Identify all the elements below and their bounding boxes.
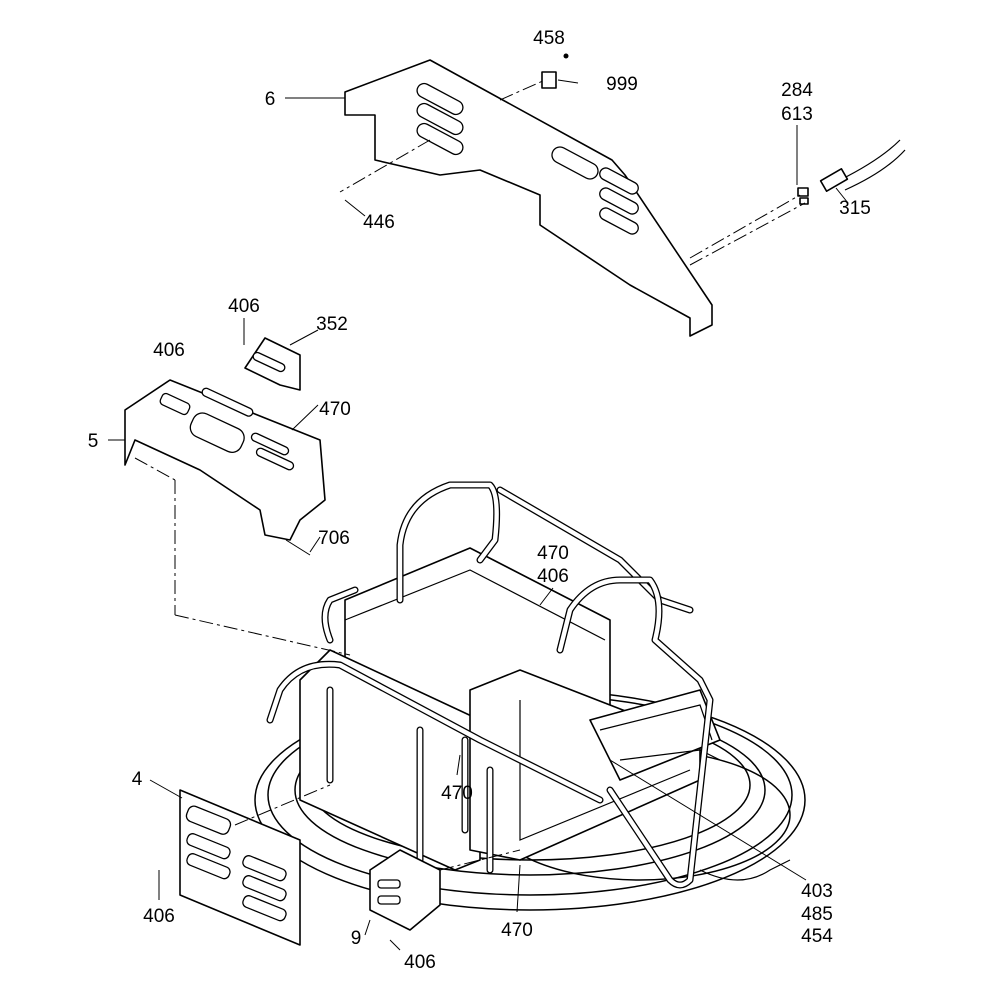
callout-9: 9 xyxy=(351,928,362,949)
callout-5: 5 xyxy=(88,431,99,452)
leader-lines xyxy=(108,79,849,951)
callout-485: 485 xyxy=(801,904,833,925)
callout-446: 446 xyxy=(363,212,395,233)
callout-470: 470 xyxy=(537,543,569,564)
callout-458: 458 xyxy=(533,28,565,49)
callout-406: 406 xyxy=(228,296,260,317)
main-frame xyxy=(266,481,791,889)
callout-406: 406 xyxy=(153,340,185,361)
callout-406: 406 xyxy=(143,906,175,927)
callout-613: 613 xyxy=(781,104,813,125)
callout-999: 999 xyxy=(606,74,638,95)
callout-470: 470 xyxy=(319,399,351,420)
callout-706: 706 xyxy=(318,528,350,549)
callout-6: 6 xyxy=(265,89,276,110)
part-4-panel xyxy=(179,789,301,946)
part-352-bracket xyxy=(244,337,301,391)
relay-999 xyxy=(541,53,569,89)
callout-403: 403 xyxy=(801,881,833,902)
hose-fittings xyxy=(797,139,906,205)
part-9-bracket xyxy=(369,849,441,931)
callout-4: 4 xyxy=(132,769,143,790)
callout-454: 454 xyxy=(801,926,833,947)
part-6-plate xyxy=(344,59,713,337)
callout-315: 315 xyxy=(839,198,871,219)
callout-284: 284 xyxy=(781,80,813,101)
callout-406: 406 xyxy=(404,952,436,973)
callout-352: 352 xyxy=(316,314,348,335)
callout-406: 406 xyxy=(537,566,569,587)
callout-labels: 458 999 6 284 613 315 446 406 352 406 47… xyxy=(88,28,871,973)
callout-470: 470 xyxy=(441,783,473,804)
part-5-cover xyxy=(124,379,326,541)
callout-470: 470 xyxy=(501,920,533,941)
